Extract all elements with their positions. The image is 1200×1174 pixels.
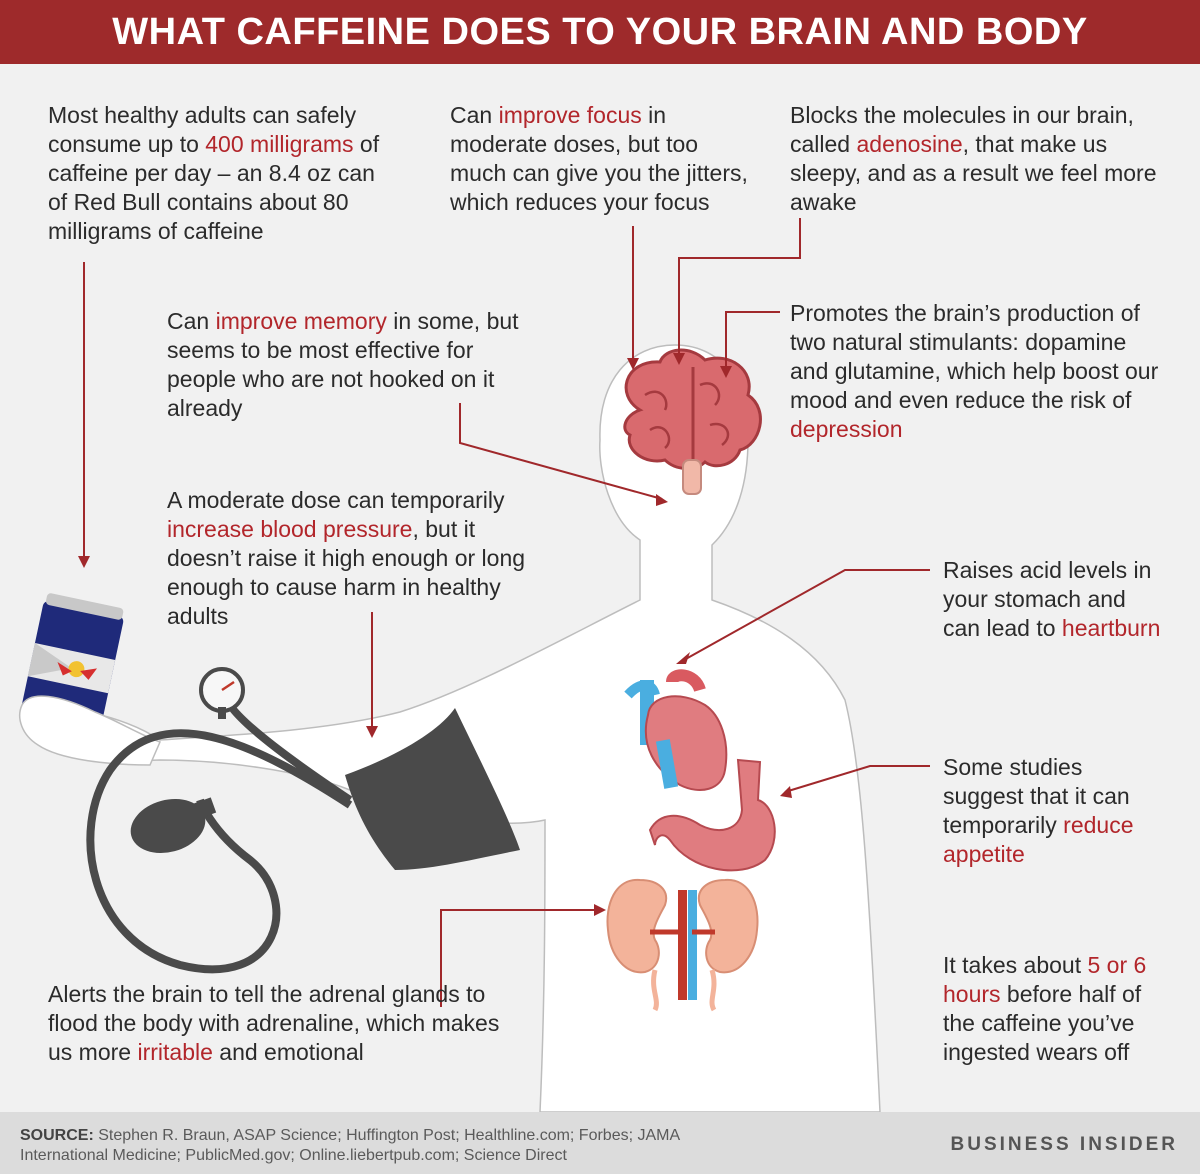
brain-icon	[623, 348, 762, 495]
body-illustration	[18, 218, 930, 1112]
callout-daily-limit: Most healthy adults can safely consume u…	[48, 102, 380, 244]
callout-heartburn: Raises acid levels in your stomach and c…	[943, 557, 1161, 641]
footer: SOURCE: Stephen R. Braun, ASAP Science; …	[0, 1112, 1200, 1174]
bp-cuff	[345, 708, 520, 870]
source-text: SOURCE: Stephen R. Braun, ASAP Science; …	[20, 1127, 680, 1164]
callout-adenosine: Blocks the molecules in our brain, calle…	[790, 102, 1157, 215]
bp-pump-bulb	[130, 799, 206, 853]
callout-blood-pressure: A moderate dose can temporarily increase…	[167, 487, 526, 629]
source-label: SOURCE:	[20, 1127, 94, 1144]
callout-focus: Can improve focus in moderate doses, but…	[450, 102, 748, 215]
callout-memory: Can improve memory in some, but seems to…	[167, 308, 519, 421]
callout-appetite: Some studies suggest that it can tempora…	[943, 754, 1134, 867]
brand-logo: BUSINESS INSIDER	[950, 1134, 1178, 1155]
callout-arrows	[83, 218, 930, 1007]
callout-half-life: It takes about 5 or 6 hours before half …	[943, 952, 1147, 1065]
bp-gauge-icon	[199, 667, 245, 719]
stomach-icon	[648, 758, 776, 872]
callout-adrenaline: Alerts the brain to tell the adrenal gla…	[48, 981, 500, 1065]
hand-icon	[18, 695, 162, 766]
arrow-heads	[78, 353, 792, 916]
heart-icon	[624, 669, 728, 791]
page-title: WHAT CAFFEINE DOES TO YOUR BRAIN AND BOD…	[0, 0, 1200, 64]
callout-stimulants: Promotes the brain’s production of two n…	[790, 300, 1159, 442]
red-bull-can-icon	[21, 593, 124, 726]
kidneys-icon	[606, 878, 759, 1012]
